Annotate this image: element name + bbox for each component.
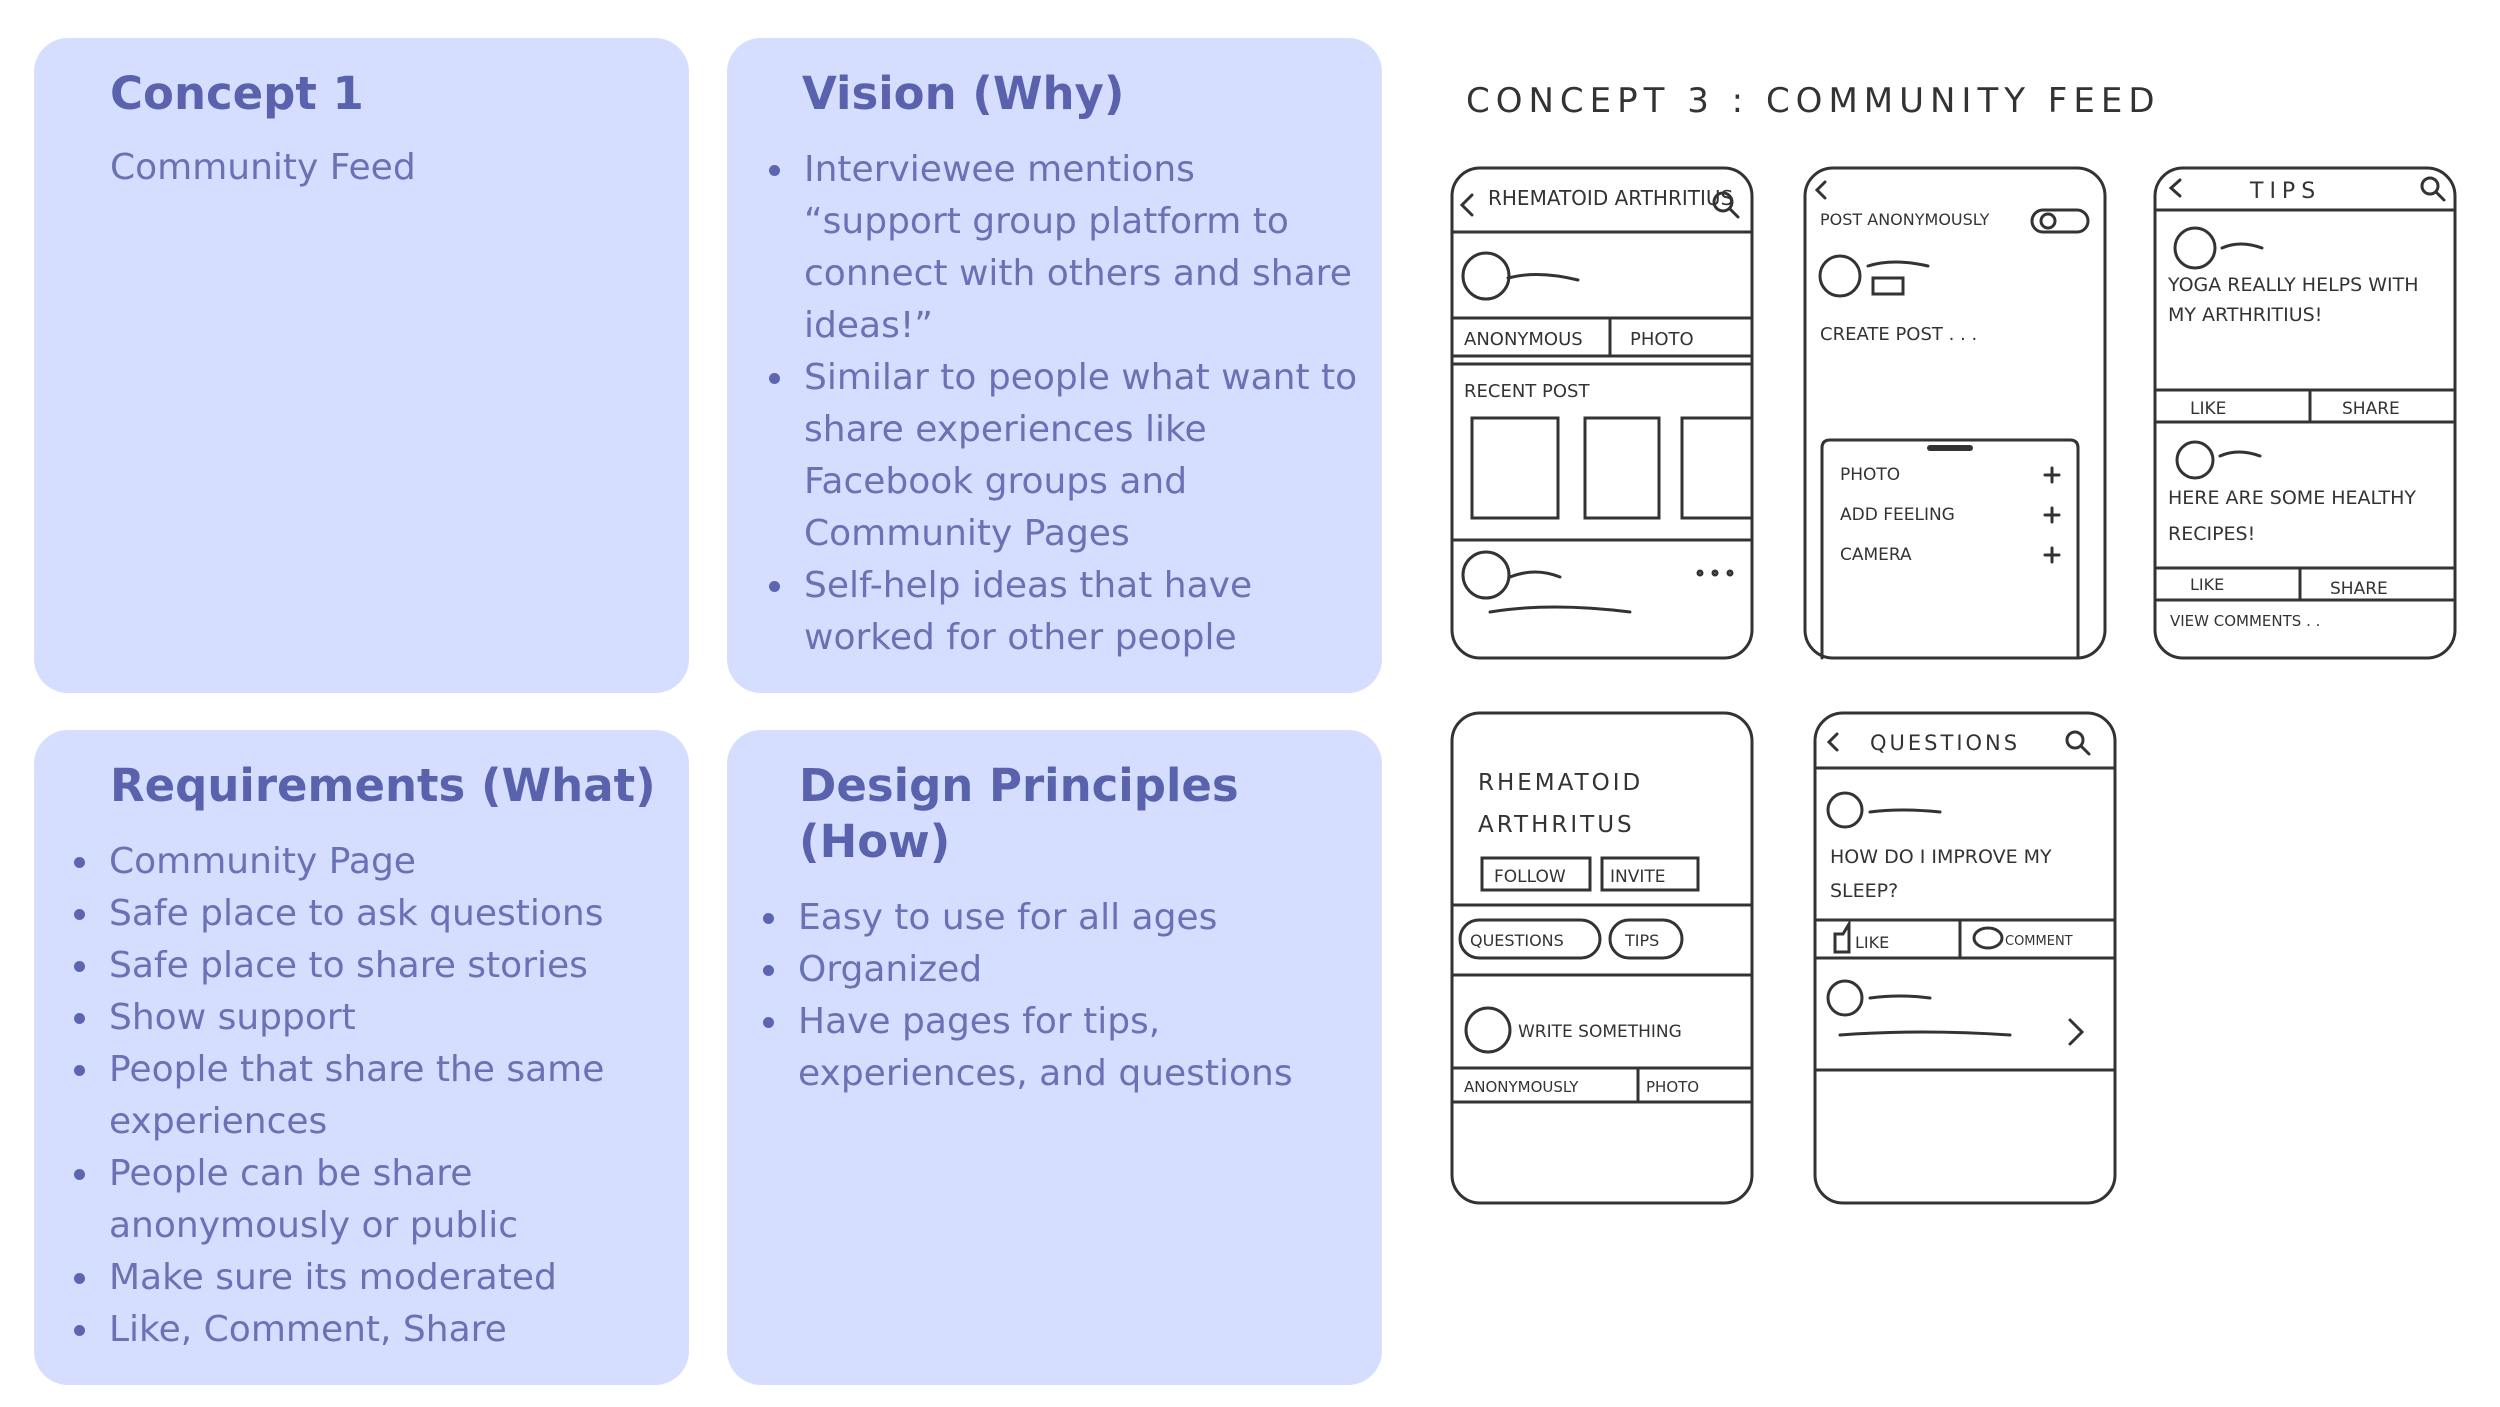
- list-item: Easy to use for all ages: [760, 892, 1362, 944]
- list-item: People can be share anonymously or publi…: [71, 1148, 669, 1252]
- sketch-text: ANONYMOUSLY: [1464, 1078, 1579, 1096]
- sketch-text: HERE ARE SOME HEALTHY RECIPES!: [2168, 487, 2416, 545]
- sketch-text: ADD FEELING: [1840, 505, 1955, 525]
- list-item: People that share the same experiences: [71, 1044, 669, 1148]
- sketch-text: ARTHRITUS: [1478, 812, 1635, 838]
- list-item: Have pages for tips, experiences, and qu…: [760, 996, 1362, 1100]
- sketch-text: QUESTIONS: [1870, 731, 2020, 755]
- sketch-text: HOW DO I IMPROVE MY SLEEP?: [1830, 846, 2052, 902]
- sketch-text: ANONYMOUS: [1464, 329, 1583, 350]
- sketch-text: PHOTO: [1840, 465, 1900, 485]
- vision-title: Vision (Why): [802, 67, 1125, 120]
- sketch-text: FOLLOW: [1494, 867, 1566, 887]
- sketch-text: CAMERA: [1840, 545, 1912, 565]
- list-item: Safe place to ask questions: [71, 888, 669, 940]
- sketch-text: INVITE: [1610, 867, 1666, 887]
- sketch-text: PHOTO: [1630, 329, 1694, 350]
- concept-card: Concept 1 Community Feed: [34, 38, 689, 693]
- principles-title: Design Principles (How): [799, 759, 1239, 868]
- sketch-phone-2: POST ANONYMOUSLY CREATE POST . . . PHOTO…: [1803, 166, 2107, 660]
- vision-card: Vision (Why) Interviewee mentions “suppo…: [727, 38, 1382, 693]
- principles-card: Design Principles (How) Easy to use for …: [727, 730, 1382, 1385]
- requirements-card: Requirements (What) Community Page Safe …: [34, 730, 689, 1385]
- list-item: Make sure its moderated: [71, 1252, 669, 1304]
- list-item: Community Page: [71, 836, 669, 888]
- sketch-image: CONCEPT 3 : COMMUNITY FEED RHEMATOID ART…: [1450, 81, 2457, 1205]
- requirements-list: Community Page Safe place to ask questio…: [71, 836, 669, 1356]
- sketch-phone-3: TIPS YOGA REALLY HELPS WITH MY ARTHRITIU…: [2153, 166, 2457, 660]
- sketch-phone-4: RHEMATOID ARTHRITUS FOLLOW INVITE QUESTI…: [1450, 711, 1754, 1205]
- sketch-text: CREATE POST . . .: [1820, 324, 1977, 345]
- sketch-text: RHEMATOID: [1478, 770, 1643, 796]
- concept-subtitle: Community Feed: [110, 147, 416, 188]
- concept-title: Concept 1: [110, 67, 364, 120]
- list-item: Safe place to share stories: [71, 940, 669, 992]
- sketch-text: SHARE: [2342, 399, 2400, 419]
- list-item: Interviewee mentions “support group plat…: [766, 144, 1362, 352]
- sketch-text: WRITE SOMETHING: [1518, 1022, 1682, 1042]
- sketch-text: YOGA REALLY HELPS WITH MY ARTHRITIUS!: [2168, 274, 2419, 326]
- sketch-text: POST ANONYMOUSLY: [1820, 210, 1990, 229]
- sketch-text: QUESTIONS: [1470, 931, 1564, 950]
- sketch-text: COMMENT: [2005, 934, 2073, 949]
- principles-list: Easy to use for all ages Organized Have …: [760, 892, 1362, 1100]
- sketch-heading: CONCEPT 3 : COMMUNITY FEED: [1466, 81, 2161, 121]
- list-item: Organized: [760, 944, 1362, 996]
- sketch-text: VIEW COMMENTS . .: [2170, 612, 2320, 630]
- sketch-text: TIPS: [1624, 931, 1659, 950]
- requirements-title: Requirements (What): [110, 759, 656, 812]
- sketch-phone-1: RHEMATOID ARTHRITIUS ANONYMOUS PHOTO REC…: [1450, 166, 1754, 660]
- sketch-text: LIKE: [2190, 575, 2224, 594]
- sketch-phone-5: QUESTIONS HOW DO I IMPROVE MY SLEEP? LIK…: [1813, 711, 2117, 1205]
- list-item: Similar to people what want to share exp…: [766, 352, 1362, 560]
- sketch-text: RHEMATOID ARTHRITIUS: [1488, 186, 1733, 210]
- sketch-text: RECENT POST: [1464, 381, 1590, 402]
- list-item: Show support: [71, 992, 669, 1044]
- list-item: Like, Comment, Share: [71, 1304, 669, 1356]
- sketch-text: SHARE: [2330, 579, 2388, 599]
- sketch-text: LIKE: [1855, 933, 1889, 952]
- list-item: Self-help ideas that have worked for oth…: [766, 560, 1362, 664]
- sketch-text: PHOTO: [1646, 1078, 1699, 1096]
- vision-list: Interviewee mentions “support group plat…: [766, 144, 1362, 664]
- sketch-text: TIPS: [2249, 179, 2321, 204]
- sketch-text: LIKE: [2190, 399, 2226, 419]
